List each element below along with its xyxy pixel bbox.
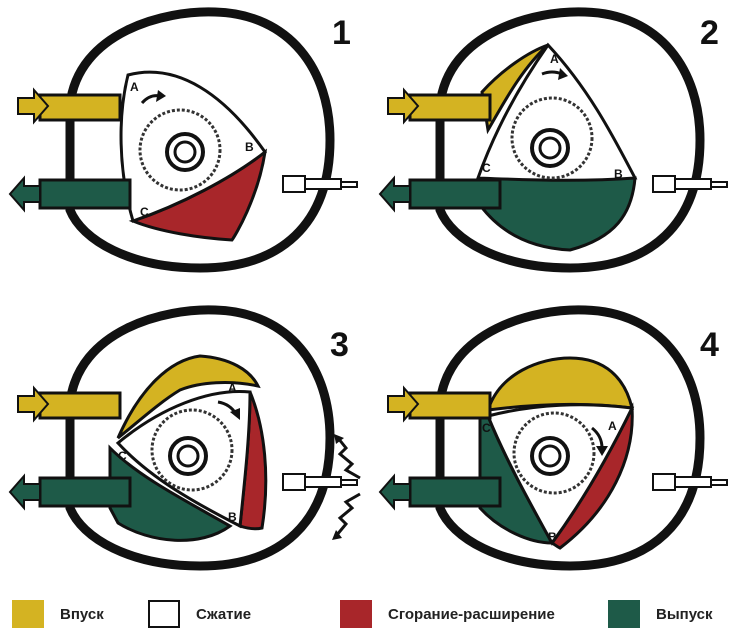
intake-port xyxy=(408,391,492,420)
rotor-gear xyxy=(510,96,594,180)
eccentric-shaft xyxy=(530,436,570,476)
legend-swatch-combustion xyxy=(340,600,372,628)
apex-label-c: C xyxy=(140,205,149,219)
panel-4: A B C 4 xyxy=(378,305,728,571)
exhaust-chamber xyxy=(108,444,233,542)
eccentric-shaft xyxy=(530,128,570,168)
spark-bolt-upper-head xyxy=(334,434,344,444)
panel-number: 4 xyxy=(700,326,719,364)
spark-bolt-upper xyxy=(336,437,361,480)
shaft-center xyxy=(176,444,200,468)
shaft-center xyxy=(538,444,562,468)
apex-label-a: A xyxy=(608,419,617,433)
rotor xyxy=(485,403,635,546)
legend-item-exhaust: Выпуск xyxy=(608,600,713,628)
eccentric-shaft xyxy=(168,436,208,476)
apex-label-b: B xyxy=(228,510,237,524)
shaft-center xyxy=(538,136,562,160)
exhaust-port xyxy=(408,178,502,210)
legend-item-compression: Сжатие xyxy=(148,600,251,628)
spark-plug xyxy=(282,473,358,491)
shaft-center xyxy=(173,140,197,164)
legend: Впуск Сжатие Сгорание-расширение Выпуск xyxy=(0,600,745,638)
rotation-arrowhead xyxy=(596,446,608,456)
spark-bolt-lower-head xyxy=(332,530,342,540)
apex-label-b: B xyxy=(614,167,623,181)
rotation-arrowhead xyxy=(558,68,568,80)
panel-number: 1 xyxy=(332,14,351,52)
intake-arrow xyxy=(17,87,50,125)
exhaust-port xyxy=(38,476,132,508)
rotation-arrowhead xyxy=(156,90,166,102)
rotation-arrowhead xyxy=(230,408,240,420)
legend-label-intake: Впуск xyxy=(60,605,104,623)
spark-bolt-lower xyxy=(334,492,361,537)
spark-plug xyxy=(282,175,358,193)
apex-label-b: B xyxy=(245,140,254,154)
spark-plug xyxy=(652,175,728,193)
spark-plug xyxy=(652,473,728,491)
legend-item-combustion: Сгорание-расширение xyxy=(340,600,555,628)
legend-label-exhaust: Выпуск xyxy=(656,605,713,623)
panel-number: 2 xyxy=(700,14,719,52)
exhaust-arrow xyxy=(8,473,41,511)
rotor-gear xyxy=(150,408,234,492)
panel-1: A B C 1 xyxy=(8,7,358,273)
exhaust-arrow xyxy=(8,175,41,213)
legend-label-compression: Сжатие xyxy=(196,605,252,623)
apex-label-a: A xyxy=(228,381,237,395)
intake-arrow xyxy=(387,87,420,125)
rotor-gear xyxy=(138,108,222,192)
legend-swatch-intake xyxy=(12,600,44,628)
apex-label-a: A xyxy=(550,52,559,66)
exhaust-port xyxy=(408,476,502,508)
intake-port xyxy=(38,391,122,420)
apex-label-a: A xyxy=(130,80,139,94)
intake-port xyxy=(38,93,122,122)
apex-label-c: C xyxy=(482,421,491,435)
exhaust-chamber xyxy=(478,176,637,252)
apex-label-c: C xyxy=(118,449,127,463)
intake-chamber xyxy=(116,354,261,440)
rotor-gear xyxy=(512,411,596,495)
intake-arrow xyxy=(387,385,420,423)
exhaust-arrow xyxy=(378,473,411,511)
rotor xyxy=(475,42,638,182)
legend-item-intake: Впуск xyxy=(12,600,104,628)
panel-2: A B C 2 xyxy=(378,7,728,273)
panel-number: 3 xyxy=(330,326,349,364)
apex-label-c: C xyxy=(482,161,491,175)
intake-port xyxy=(408,93,492,122)
legend-label-combustion: Сгорание-расширение xyxy=(388,605,555,623)
exhaust-arrow xyxy=(378,175,411,213)
panel-3: A B C 3 xyxy=(8,305,361,571)
legend-swatch-compression xyxy=(148,600,180,628)
exhaust-port xyxy=(38,178,132,210)
legend-swatch-exhaust xyxy=(608,600,640,628)
apex-label-b: B xyxy=(548,530,557,544)
eccentric-shaft xyxy=(165,132,205,172)
intake-arrow xyxy=(17,385,50,423)
